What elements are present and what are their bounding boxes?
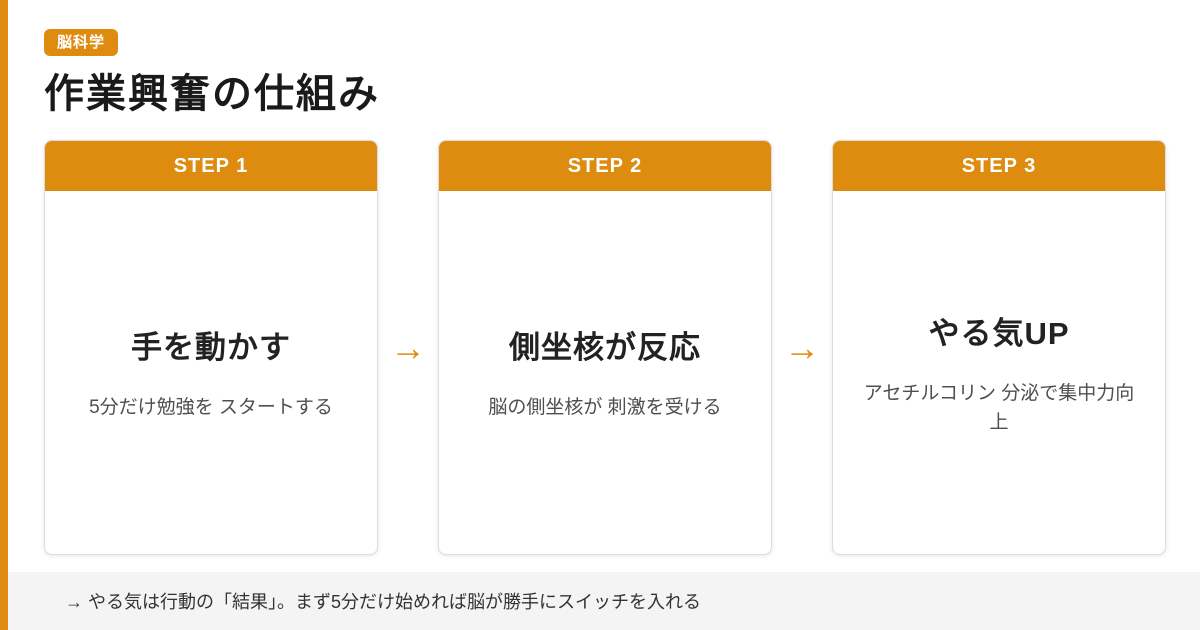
step-2-header: STEP 2: [439, 141, 771, 191]
left-accent-bar: [0, 0, 8, 630]
main-content: 脳科学 作業興奮の仕組み STEP 1 手を動かす 5分だけ勉強を スタートする…: [44, 29, 1166, 555]
step-card-2: STEP 2 側坐核が反応 脳の側坐核が 刺激を受ける: [438, 140, 772, 555]
step-3-body: やる気UP アセチルコリン 分泌で集中力向上: [833, 191, 1165, 554]
arrow-cell-1: →: [378, 140, 438, 555]
arrow-right-icon: →: [784, 326, 820, 368]
step-1-description: 5分だけ勉強を スタートする: [89, 397, 333, 419]
step-card-3: STEP 3 やる気UP アセチルコリン 分泌で集中力向上: [832, 140, 1166, 555]
step-2-body: 側坐核が反応 脳の側坐核が 刺激を受ける: [439, 191, 771, 554]
footer-note-text: → やる気は行動の「結果」。まず5分だけ始めれば脳が勝手にスイッチを入れる: [65, 592, 702, 612]
step-3-title: やる気UP: [928, 315, 1070, 351]
step-card-1: STEP 1 手を動かす 5分だけ勉強を スタートする: [44, 140, 378, 555]
step-3-description: アセチルコリン 分泌で集中力向上: [863, 382, 1135, 433]
page-title: 作業興奮の仕組み: [44, 72, 380, 116]
step-1-title: 手を動かす: [131, 330, 291, 366]
step-2-description: 脳の側坐核が 刺激を受ける: [488, 397, 722, 419]
step-3-header: STEP 3: [833, 141, 1165, 191]
step-1-body: 手を動かす 5分だけ勉強を スタートする: [45, 191, 377, 554]
arrow-cell-2: →: [772, 140, 832, 555]
arrow-right-icon: →: [390, 326, 426, 368]
step-1-header: STEP 1: [45, 141, 377, 191]
step-2-title: 側坐核が反応: [509, 330, 701, 366]
footer-note-bar: → やる気は行動の「結果」。まず5分だけ始めれば脳が勝手にスイッチを入れる: [0, 572, 1200, 630]
category-badge: 脳科学: [44, 29, 119, 56]
steps-row: STEP 1 手を動かす 5分だけ勉強を スタートする → STEP 2 側坐核…: [44, 140, 1166, 555]
